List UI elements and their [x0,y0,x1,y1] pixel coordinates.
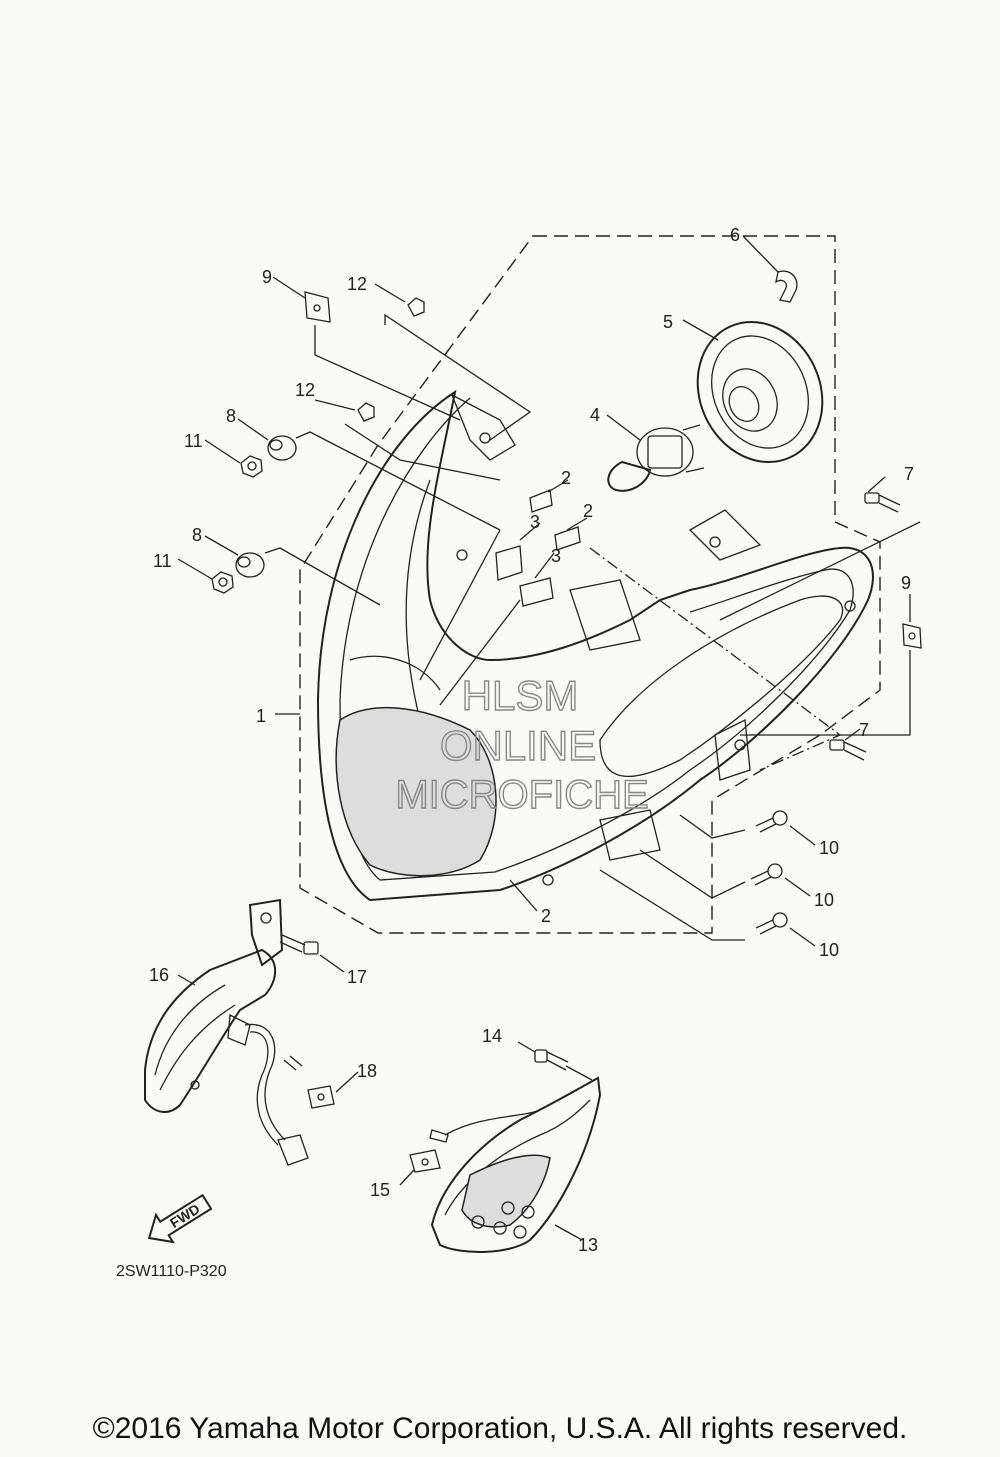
callout-2-a: 2 [561,468,571,488]
nut-9-upper [304,291,331,323]
callout-5: 5 [663,312,673,332]
callout-10-c: 10 [819,940,839,960]
watermark-line1: HLSM [462,672,579,719]
label-sticker-lower [519,577,554,607]
bolt-17 [279,934,345,973]
callout-11-a: 11 [184,431,203,451]
callout-11-b: 11 [153,551,172,571]
callout-10-b: 10 [814,890,834,910]
callout-2-b: 2 [583,501,593,521]
callout-8-a: 8 [226,406,236,426]
callout-7-b: 7 [859,720,869,740]
fwd-label: FWD [167,1201,203,1231]
callout-12-a: 12 [347,274,367,294]
callout-4: 4 [590,405,600,425]
callout-9-a: 9 [262,267,272,287]
screw-7-lower [829,739,867,761]
clip-18 [307,1071,359,1109]
bolts-12 [357,297,425,422]
position-light-assembly [399,1076,602,1253]
side-light-assembly [144,898,309,1166]
screw-14 [517,1041,593,1081]
cable-clip [775,270,798,303]
callout-2-c: 2 [541,906,551,926]
callout-3-b: 3 [551,546,561,566]
watermark-line2: ONLINE [440,722,596,769]
screws-10 [750,810,788,935]
callout-14: 14 [482,1026,502,1046]
bulb-cover [696,320,824,464]
callout-13: 13 [578,1235,598,1255]
callout-12-b: 12 [295,380,315,400]
flange-nuts-11 [211,455,263,594]
callout-1: 1 [256,706,266,726]
headlight-bulb [607,424,705,492]
parts-diagram: FWD HLSM ONLINE MICROFICHE 1 2 2 2 3 3 4… [144,225,922,1255]
callout-9-b: 9 [901,573,911,593]
callout-15: 15 [370,1180,390,1200]
headlight-housing [316,389,874,902]
callout-8-b: 8 [192,525,202,545]
callout-numbers: 1 2 2 2 3 3 4 5 6 7 7 8 8 9 9 10 10 10 1… [149,225,914,1255]
callout-7-a: 7 [904,464,914,484]
fwd-arrow-icon: FWD [147,1193,213,1244]
copyright-notice: ©2016 Yamaha Motor Corporation, U.S.A. A… [92,1412,908,1445]
leader-lines [177,235,921,947]
nut-9-right [902,623,922,649]
callout-18: 18 [357,1061,377,1081]
watermark-line3: MICROFICHE [395,773,648,817]
screw-7-upper [864,492,901,513]
label-sticker-upper [495,545,523,581]
callout-6: 6 [730,225,740,245]
callout-17: 17 [347,967,367,987]
diagram-code: 2SW1110-P320 [116,1263,227,1280]
callout-16: 16 [149,965,169,985]
callout-3-a: 3 [530,512,540,532]
assembly-boundary [299,235,881,934]
grommets-8 [235,435,297,578]
callout-10-a: 10 [819,838,839,858]
